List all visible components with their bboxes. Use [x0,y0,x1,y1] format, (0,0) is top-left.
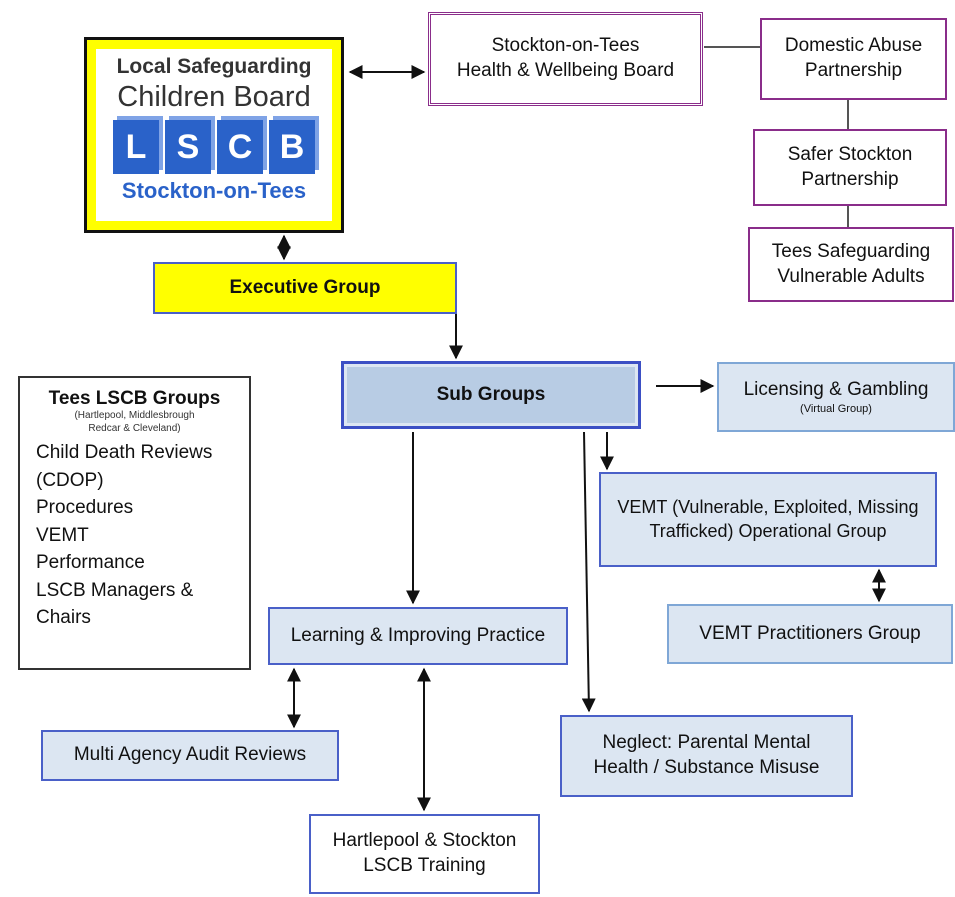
learning-improving-practice-box: Learning & Improving Practice [268,607,568,665]
training-line-1: Hartlepool & Stockton [332,830,517,852]
arrow-subgroups-neglect [581,431,596,713]
domestic-abuse-line-1: Domestic Abuse [784,35,923,57]
vemt-practitioners-group-box: VEMT Practitioners Group [667,604,953,664]
licensing-gambling-box: Licensing & Gambling (Virtual Group) [717,362,955,432]
tees-groups-subtitle-1: (Hartlepool, Middlesbrough [74,410,195,421]
tees-groups-item: (CDOP) [36,469,104,491]
logo-letter-b: B [269,120,315,174]
domestic-abuse-box: Domestic Abuse Partnership [760,18,947,100]
lscb-logo: Local Safeguarding Children Board L S C … [84,37,344,233]
logo-line-2: Children Board [117,81,311,113]
health-board-line-2: Health & Wellbeing Board [456,60,675,81]
logo-line-1: Local Safeguarding [116,55,312,78]
domestic-abuse-line-2: Partnership [804,60,903,81]
tees-lscb-groups-box: Tees LSCB Groups (Hartlepool, Middlesbro… [18,376,251,670]
logo-letter-s: S [165,120,211,174]
logo-letters: L S C B [113,120,315,174]
logo-letter-l: L [113,120,159,174]
tees-groups-item: Chairs [36,607,91,629]
neglect-line-1: Neglect: Parental Mental [602,732,811,754]
vemt-operational-group-box: VEMT (Vulnerable, Exploited, Missing Tra… [599,472,937,567]
tees-groups-item: Procedures [36,497,134,519]
licensing-label: Licensing & Gambling [743,378,929,400]
tees-groups-items: Child Death Reviews (CDOP) Procedures VE… [36,439,249,632]
logo-town: Stockton-on-Tees [121,178,307,203]
safer-stockton-line-2: Partnership [801,168,899,190]
multi-agency-label: Multi Agency Audit Reviews [73,744,307,766]
tees-safeguarding-adults-box: Tees Safeguarding Vulnerable Adults [748,227,954,302]
executive-group-box: Executive Group [153,262,457,314]
tees-groups-item: Performance [36,552,145,574]
licensing-note: (Virtual Group) [800,403,872,416]
logo-letter-c: C [217,120,263,174]
neglect-box: Neglect: Parental Mental Health / Substa… [560,715,853,797]
lscb-training-box: Hartlepool & Stockton LSCB Training [309,814,540,894]
sub-groups-box: Sub Groups [341,361,641,429]
tees-adults-line-1: Tees Safeguarding [771,240,931,262]
executive-group-label: Executive Group [229,276,381,298]
safer-stockton-line-1: Safer Stockton [787,143,913,165]
training-line-2: LSCB Training [363,855,486,876]
neglect-line-2: Health / Substance Misuse [593,757,820,778]
learning-label: Learning & Improving Practice [290,624,546,646]
tees-groups-subtitle-2: Redcar & Cleveland) [88,422,181,434]
multi-agency-audit-reviews-box: Multi Agency Audit Reviews [41,730,339,781]
vemt-op-line-1: VEMT (Vulnerable, Exploited, Missing [617,497,919,518]
tees-groups-title: Tees LSCB Groups [48,388,221,409]
tees-adults-line-2: Vulnerable Adults [777,265,925,287]
safer-stockton-box: Safer Stockton Partnership [753,129,947,206]
vemt-op-line-2: Trafficked) Operational Group [649,520,887,541]
tees-groups-item: LSCB Managers & [36,579,194,601]
tees-groups-item: Child Death Reviews [36,442,213,463]
health-board-line-1: Stockton-on-Tees [491,35,640,57]
sub-groups-label: Sub Groups [436,383,546,405]
vemt-practitioners-label: VEMT Practitioners Group [699,622,921,644]
tees-groups-item: VEMT [36,524,89,546]
health-wellbeing-board-box: Stockton-on-Tees Health & Wellbeing Boar… [428,12,703,106]
